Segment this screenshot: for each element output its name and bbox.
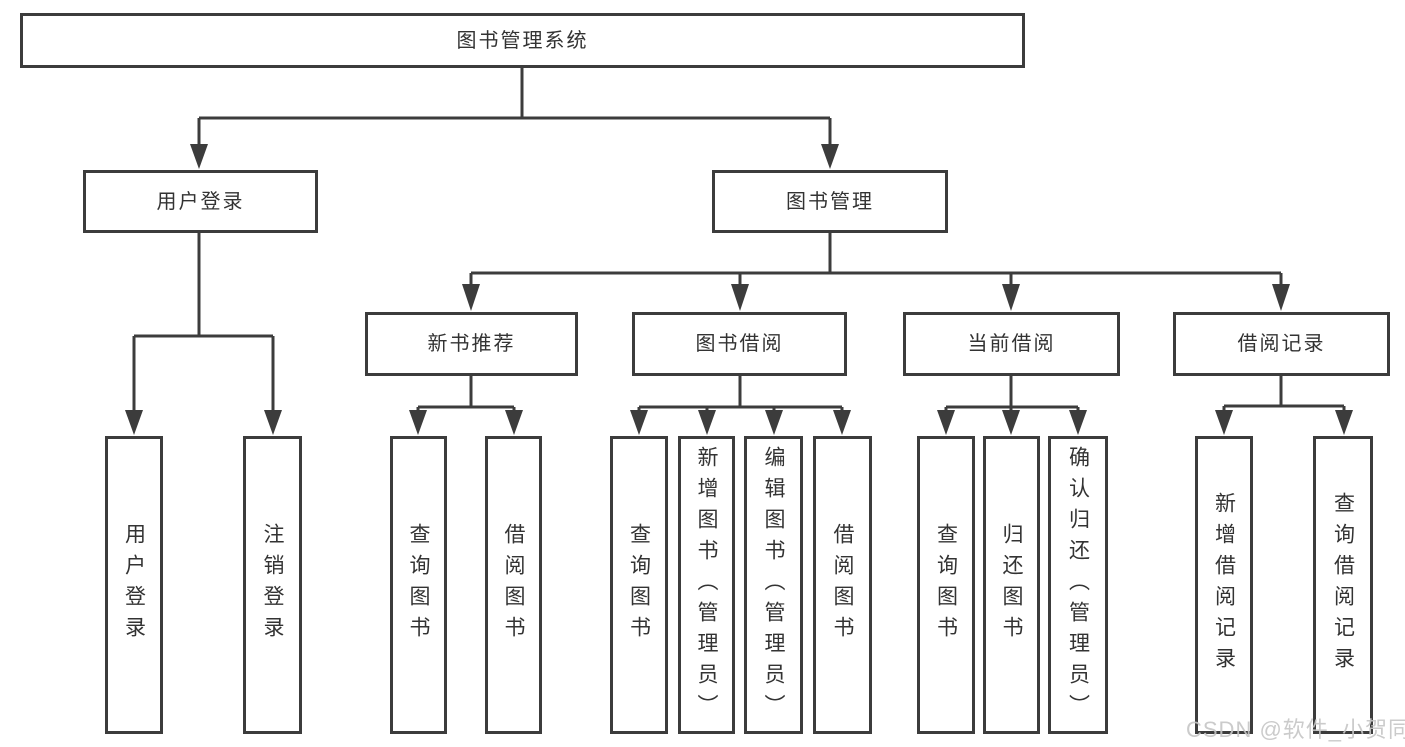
csdn-watermark: CSDN @软件_小贺同学 xyxy=(1186,717,1405,742)
node-query-books: 查询图书 xyxy=(917,436,975,734)
node-add-borrow-record: 新增借阅记录 xyxy=(1195,436,1253,734)
node-label: 图书管理系统 xyxy=(456,29,589,52)
connector-paths xyxy=(132,68,1346,412)
node-current-borrowing: 当前借阅 xyxy=(903,312,1120,376)
node-query-borrow-record: 查询借阅记录 xyxy=(1313,436,1373,734)
node-label: 用户登录 xyxy=(156,190,245,213)
node-label: 新增借阅记录 xyxy=(1212,492,1236,678)
node-label: 图书借阅 xyxy=(695,333,784,355)
node-borrow-books: 借阅图书 xyxy=(485,436,542,734)
node-label: 查询借阅记录 xyxy=(1331,492,1355,678)
node-new-book-recommendation: 新书推荐 xyxy=(365,312,578,376)
node-label: 确认归还（管理员） xyxy=(1066,445,1090,725)
arrowhead-icons xyxy=(125,144,1353,435)
node-book-borrowing: 图书借阅 xyxy=(632,312,847,376)
node-query-books: 查询图书 xyxy=(610,436,668,734)
node-borrow-books: 借阅图书 xyxy=(813,436,872,734)
node-book-management: 图书管理 xyxy=(712,170,948,233)
node-return-books: 归还图书 xyxy=(983,436,1040,734)
node-library-management-system: 图书管理系统 xyxy=(20,13,1025,68)
node-label: 当前借阅 xyxy=(967,333,1056,355)
node-label: 新增图书（管理员） xyxy=(695,445,718,725)
node-add-books-admin: 新增图书（管理员） xyxy=(678,436,735,734)
node-query-books: 查询图书 xyxy=(390,436,447,734)
node-confirm-return-admin: 确认归还（管理员） xyxy=(1048,436,1108,734)
node-label: 借阅图书 xyxy=(831,523,854,647)
node-label: 图书管理 xyxy=(786,190,874,213)
node-user-login-leaf: 用户登录 xyxy=(105,436,163,734)
node-label: 编辑图书（管理员） xyxy=(762,445,785,725)
node-label: 查询图书 xyxy=(407,523,430,647)
node-label: 查询图书 xyxy=(627,523,651,647)
node-label: 借阅图书 xyxy=(502,523,525,647)
node-label: 新书推荐 xyxy=(427,333,516,355)
node-user-login: 用户登录 xyxy=(83,170,318,233)
node-label: 借阅记录 xyxy=(1237,333,1326,355)
node-edit-books-admin: 编辑图书（管理员） xyxy=(744,436,803,734)
node-label: 用户登录 xyxy=(122,523,146,647)
node-borrowing-records: 借阅记录 xyxy=(1173,312,1390,376)
node-logout: 注销登录 xyxy=(243,436,302,734)
node-label: 归还图书 xyxy=(1000,523,1023,647)
node-label: 注销登录 xyxy=(261,523,284,647)
node-label: 查询图书 xyxy=(934,523,958,647)
